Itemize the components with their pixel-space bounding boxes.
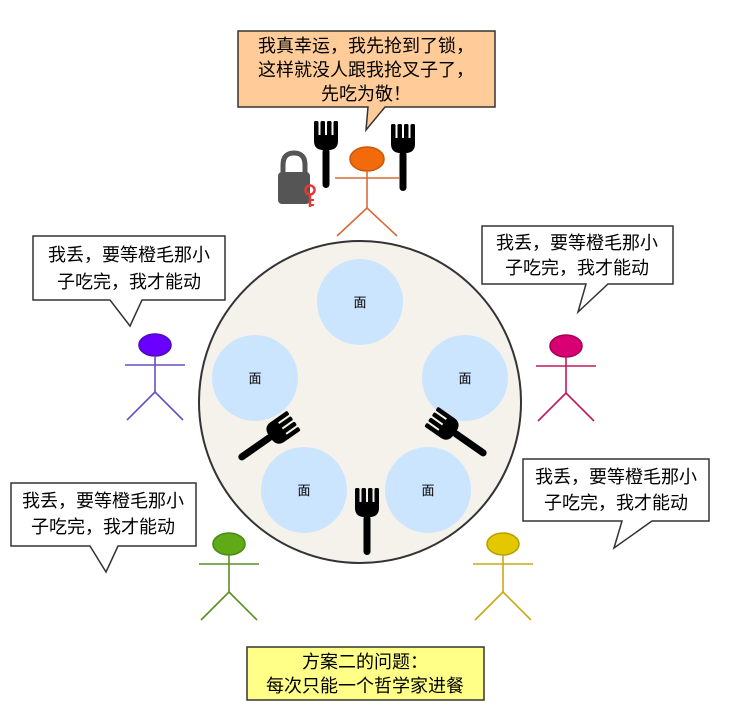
caption-line-2: 每次只能一个哲学家进餐 bbox=[266, 676, 464, 697]
bubble-left-line-1: 我丢，要等橙毛那小 bbox=[48, 245, 210, 266]
bubble-bottom-right-line-2: 子吃完，我才能动 bbox=[544, 493, 688, 514]
bubble-right-line-2: 子吃完，我才能动 bbox=[505, 258, 649, 279]
plate-right: 面 bbox=[422, 335, 508, 421]
bubble-left-line-2: 子吃完，我才能动 bbox=[57, 272, 201, 293]
caption-line-1: 方案二的问题： bbox=[302, 652, 428, 673]
philosopher-left bbox=[125, 333, 185, 421]
plate-left: 面 bbox=[212, 335, 298, 421]
caption-box: 方案二的问题： 每次只能一个哲学家进餐 bbox=[246, 646, 485, 701]
plate-left-label: 面 bbox=[248, 372, 261, 387]
plate-bottom-left-label: 面 bbox=[297, 484, 310, 499]
speech-bubble-bottom-left: 我丢，要等橙毛那小 子吃完，我才能动 bbox=[10, 482, 197, 574]
philosopher-bottom-right bbox=[473, 532, 533, 621]
bubble-top-line-2: 这样就没人跟我抢叉子了， bbox=[258, 60, 474, 81]
plate-bottom-right-label: 面 bbox=[421, 484, 434, 499]
bubble-top-line-3: 先吃为敬！ bbox=[321, 84, 411, 105]
fork-icon-top-right bbox=[391, 124, 415, 191]
fork-icon-top-left bbox=[314, 121, 338, 188]
plate-top-label: 面 bbox=[353, 296, 366, 311]
speech-bubble-left: 我丢，要等橙毛那小 子吃完，我才能动 bbox=[32, 235, 226, 328]
plate-right-label: 面 bbox=[458, 372, 471, 387]
bubble-right-line-1: 我丢，要等橙毛那小 bbox=[496, 233, 658, 254]
bubble-bottom-right-line-1: 我丢，要等橙毛那小 bbox=[535, 467, 697, 488]
speech-bubble-right: 我丢，要等橙毛那小 子吃完，我才能动 bbox=[481, 225, 674, 315]
speech-bubble-top: 我真幸运，我先抢到了锁， 这样就没人跟我抢叉子了， 先吃为敬！ bbox=[237, 30, 496, 133]
plate-top: 面 bbox=[317, 259, 403, 345]
philosopher-top bbox=[335, 146, 399, 237]
bubble-top-line-1: 我真幸运，我先抢到了锁， bbox=[258, 36, 474, 57]
philosopher-bottom-left bbox=[199, 532, 259, 621]
speech-bubble-bottom-right: 我丢，要等橙毛那小 子吃完，我才能动 bbox=[522, 458, 710, 550]
lock-icon bbox=[278, 150, 316, 207]
bubble-bottom-left-line-2: 子吃完，我才能动 bbox=[31, 517, 175, 538]
bubble-bottom-left-line-1: 我丢，要等橙毛那小 bbox=[22, 491, 184, 512]
plate-bottom-right: 面 bbox=[385, 447, 471, 533]
plate-bottom-left: 面 bbox=[261, 447, 347, 533]
philosopher-right bbox=[536, 334, 596, 422]
